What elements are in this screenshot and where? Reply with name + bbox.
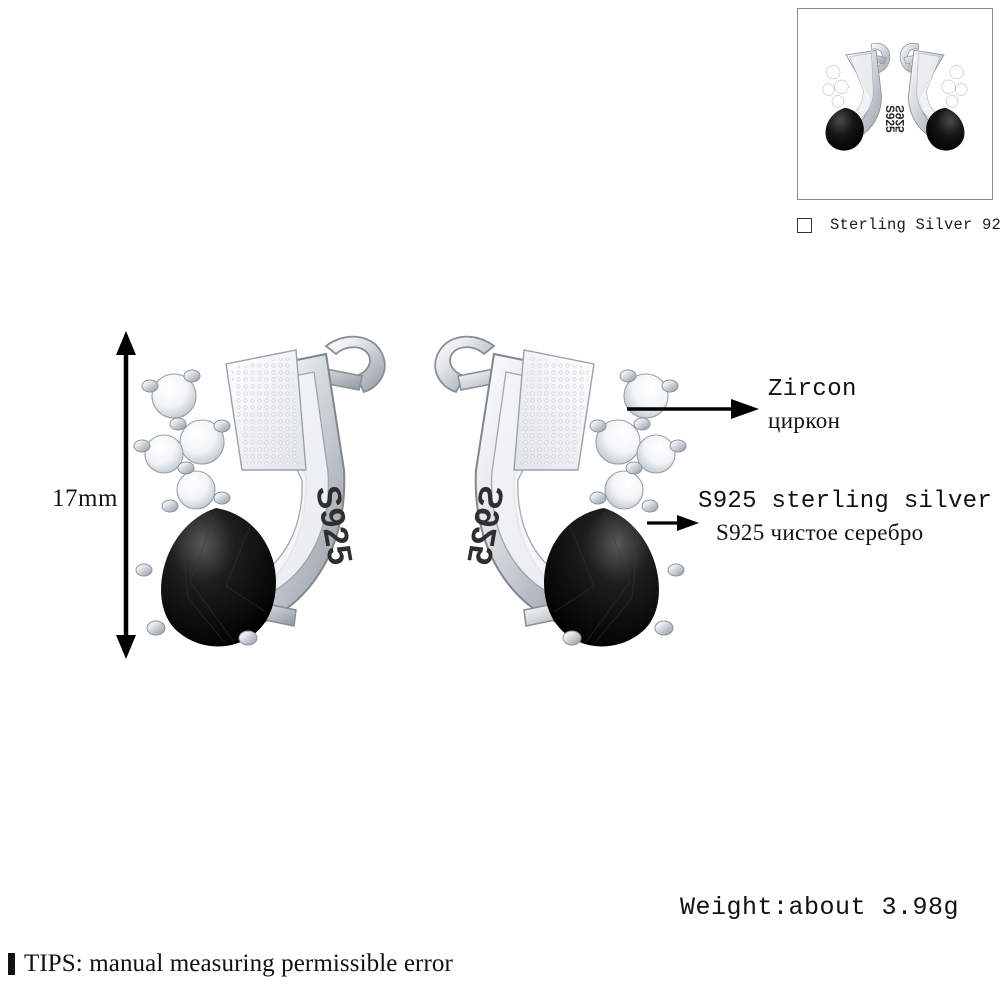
callout-zircon-ru: циркон xyxy=(768,408,841,433)
swatch-checkbox[interactable] xyxy=(797,217,812,233)
callout-silver-en: S925 sterling silver xyxy=(698,488,993,515)
svg-text:S925: S925 xyxy=(883,105,897,133)
tips-text: TIPS: manual measuring permissible error xyxy=(24,950,453,977)
product-illustration: S925 S925 xyxy=(133,335,687,647)
earring-right: S925 xyxy=(434,335,687,647)
callout-silver: S925 sterling silver S925 чистое серебро xyxy=(698,488,992,546)
dimension-label: 17mm xyxy=(52,485,118,512)
black-stone-left xyxy=(161,508,276,647)
color-swatch-thumbnail[interactable]: S925 S925 xyxy=(797,8,993,200)
tips-note: TIPS: manual measuring permissible error xyxy=(8,950,453,978)
dimension-arrow xyxy=(116,331,136,659)
tips-bullet-icon xyxy=(8,953,15,975)
weight-text: Weight:about 3.98g xyxy=(680,893,960,922)
swatch-label: Sterling Silver 925 xyxy=(830,216,1000,234)
zircon-callout-arrow xyxy=(627,399,759,419)
callout-zircon: Zircon циркон xyxy=(768,376,857,434)
swatch-earrings-illustration: S925 S925 xyxy=(822,42,968,151)
callout-silver-ru: S925 чистое серебро xyxy=(716,520,924,545)
color-swatch-caption[interactable]: Sterling Silver 925 xyxy=(797,210,1000,240)
callout-zircon-en: Zircon xyxy=(768,376,857,403)
silver-callout-arrow xyxy=(647,515,699,531)
svg-text:S925: S925 xyxy=(893,105,907,133)
earring-left: S925 xyxy=(133,335,386,647)
black-stone-right xyxy=(544,508,659,647)
